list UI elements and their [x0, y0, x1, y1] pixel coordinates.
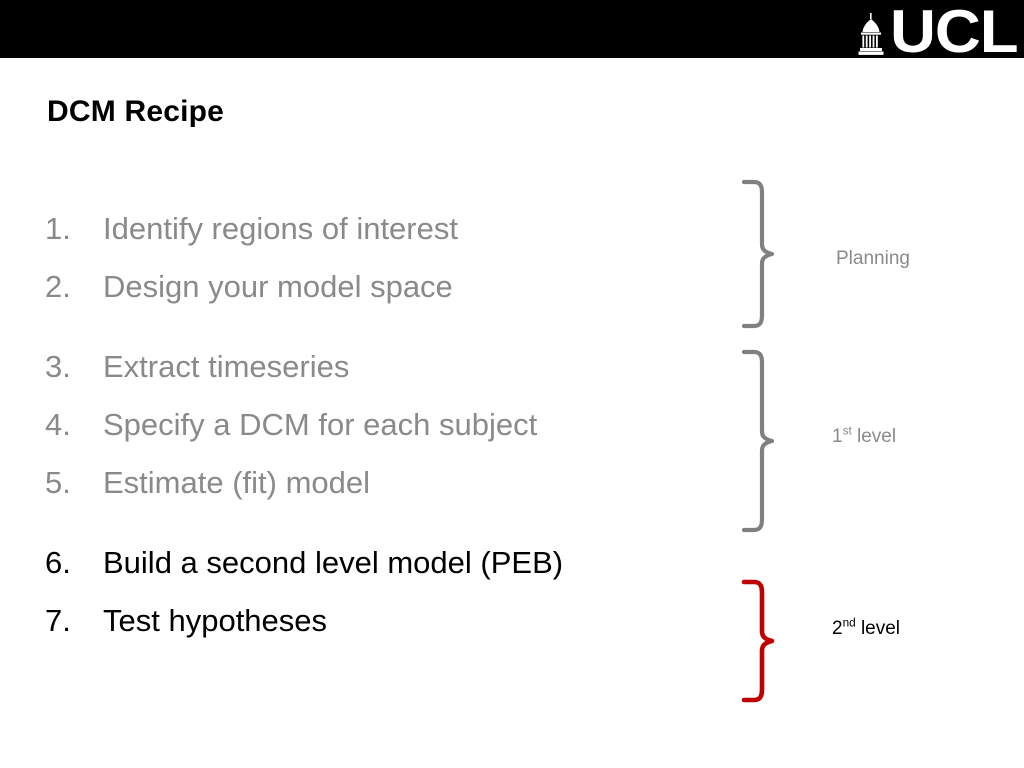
ucl-dome-icon: [858, 13, 884, 55]
brace-label-ordinal-suffix: nd: [842, 616, 856, 630]
list-item: 3. Extract timeseries: [45, 338, 735, 396]
brace-label-first-level: 1st level: [832, 424, 897, 448]
recipe-group-second-level: 6. Build a second level model (PEB) 7. T…: [45, 534, 735, 650]
recipe-group-planning: 1. Identify regions of interest 2. Desig…: [45, 200, 735, 316]
list-item-label: Test hypotheses: [103, 603, 328, 638]
curly-brace-icon: [741, 179, 775, 329]
curly-brace-icon: [741, 579, 775, 703]
list-item-number: 7.: [45, 603, 71, 638]
list-item-label: Estimate (fit) model: [103, 465, 371, 500]
recipe-group-first-level: 3. Extract timeseries 4. Specify a DCM f…: [45, 338, 735, 512]
list-item-number: 3.: [45, 349, 71, 384]
list-item: 6. Build a second level model (PEB): [45, 534, 735, 592]
brace-label-second-level: 2nd level: [832, 616, 901, 640]
brace-label-tail: level: [851, 426, 897, 447]
list-item: 5. Estimate (fit) model: [45, 454, 735, 512]
brace-label-number: 1: [832, 426, 843, 447]
list-item: 7. Test hypotheses: [45, 592, 735, 650]
list-item: 4. Specify a DCM for each subject: [45, 396, 735, 454]
page-title: DCM Recipe: [47, 95, 225, 128]
list-item-label: Specify a DCM for each subject: [103, 407, 538, 442]
brace-label-ordinal-suffix: st: [842, 424, 852, 438]
list-item: 2. Design your model space: [45, 258, 735, 316]
top-banner: UCL: [0, 0, 1024, 62]
brace-label-tail: level: [855, 618, 901, 639]
list-item-label: Design your model space: [103, 269, 453, 304]
list-item-number: 1.: [45, 211, 71, 246]
brace-second-level: [740, 578, 800, 704]
brace-label-planning: Planning: [836, 248, 910, 269]
ucl-logo: UCL: [856, 2, 1018, 62]
list-item-number: 5.: [45, 465, 71, 500]
list-item-number: 6.: [45, 545, 71, 580]
list-item-label: Identify regions of interest: [103, 211, 458, 246]
brace-label-number: 2: [832, 618, 843, 639]
recipe-list: 1. Identify regions of interest 2. Desig…: [45, 200, 735, 650]
brace-first-level: [740, 348, 800, 534]
brace-planning: [740, 178, 800, 330]
ucl-wordmark: UCL: [889, 0, 1019, 65]
list-item-label: Build a second level model (PEB): [103, 545, 564, 580]
list-item-number: 4.: [45, 407, 71, 442]
list-item-label: Extract timeseries: [103, 349, 350, 384]
list-item-number: 2.: [45, 269, 71, 304]
curly-brace-icon: [741, 349, 775, 533]
list-item: 1. Identify regions of interest: [45, 200, 735, 258]
